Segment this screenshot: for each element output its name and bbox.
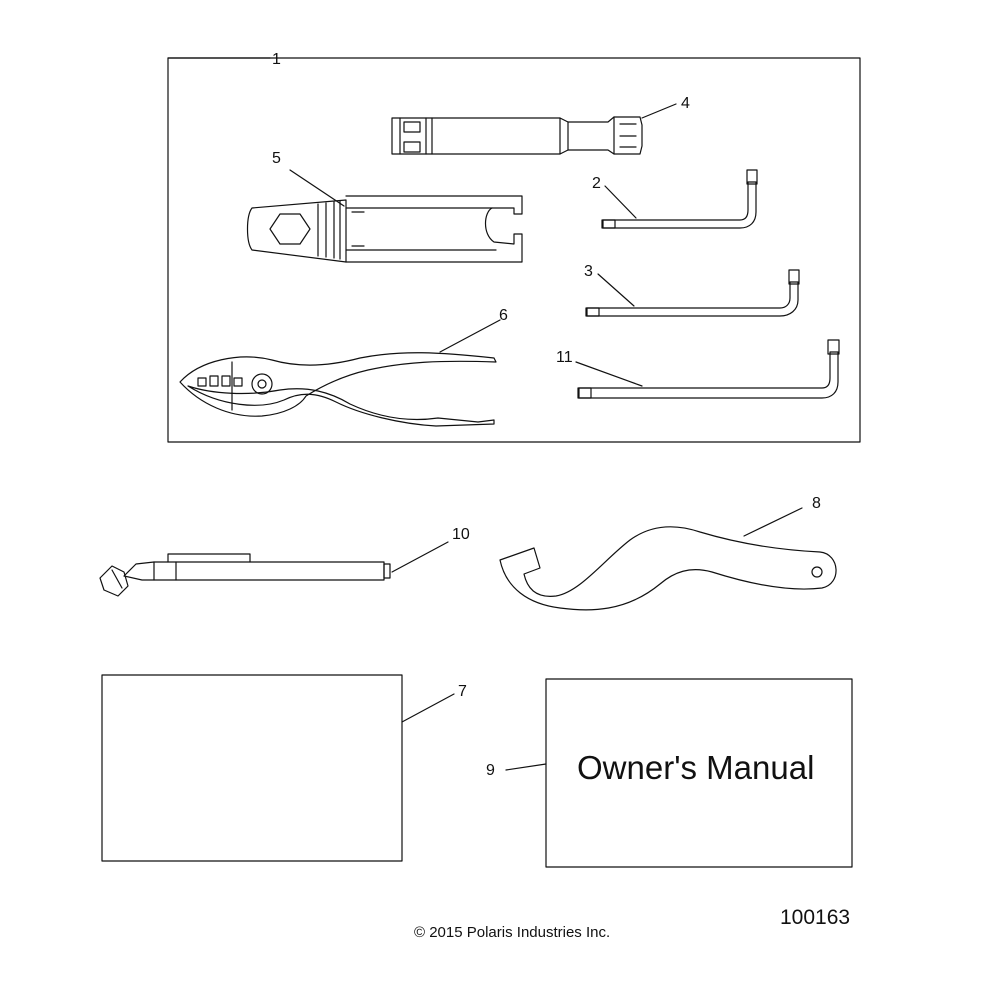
drawing-number: 100163 <box>780 906 851 929</box>
manual-title: Owner's Manual <box>577 749 814 786</box>
hex-key-wrench-medium <box>585 269 800 317</box>
socket-wrench <box>246 169 523 263</box>
hex-key-wrench-large <box>575 339 840 399</box>
tool-kit-case <box>167 57 861 443</box>
hex-key-wrench-small <box>601 169 758 229</box>
copyright-notice: © 2015 Polaris Industries Inc. <box>414 924 611 941</box>
callout-8: 8 <box>812 495 821 512</box>
callout-4: 4 <box>681 95 690 112</box>
callout-2: 2 <box>592 175 601 192</box>
callout-11: 11 <box>556 349 573 366</box>
owners-manual <box>505 678 853 868</box>
callout-10: 10 <box>452 526 470 543</box>
spark-plug-socket <box>391 103 677 155</box>
tire-pressure-gauge <box>99 541 449 597</box>
callout-9: 9 <box>486 762 495 779</box>
pliers <box>179 319 501 427</box>
callout-3: 3 <box>584 263 593 280</box>
spanner-wrench <box>499 507 837 611</box>
callout-6: 6 <box>499 307 508 324</box>
callout-5: 5 <box>272 150 281 167</box>
callout-1: 1 <box>272 51 281 68</box>
tool-pouch <box>101 674 455 862</box>
callout-7: 7 <box>458 683 467 700</box>
